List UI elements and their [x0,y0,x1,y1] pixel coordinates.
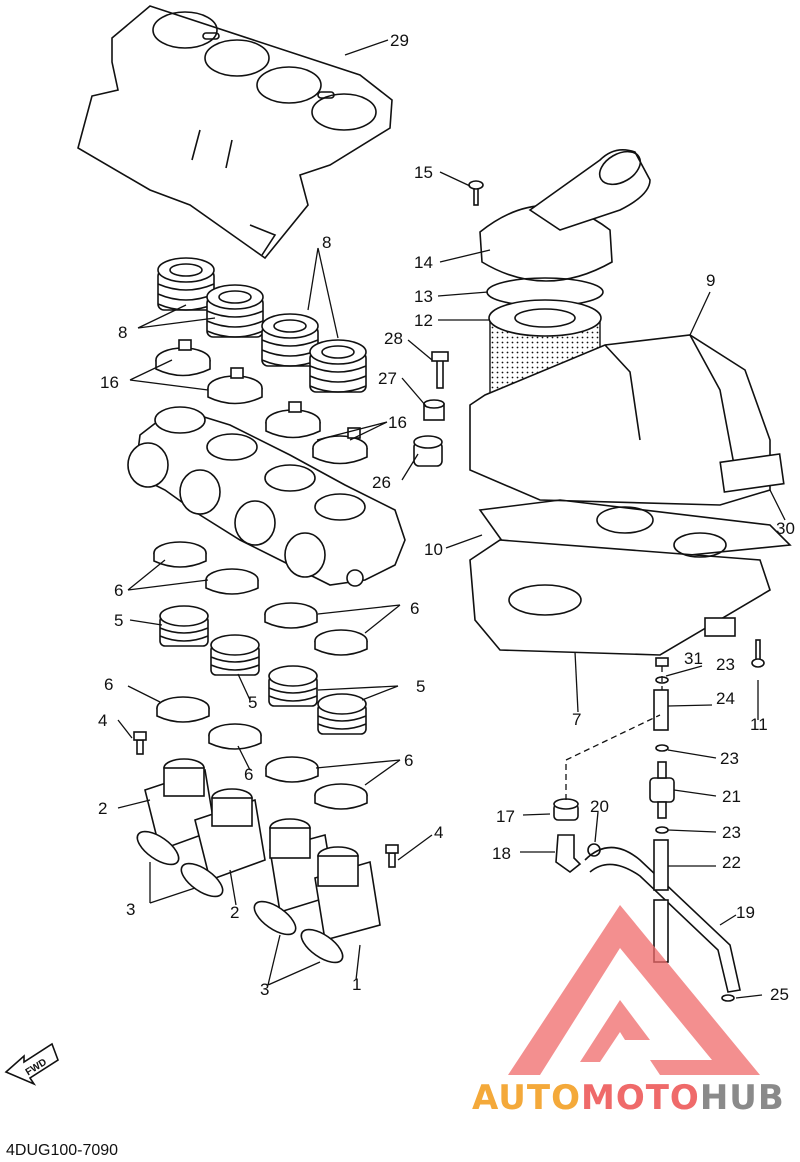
callout-21: 21 [722,787,741,806]
collar-27 [423,399,445,421]
callout-29: 29 [390,31,409,50]
callout-24: 24 [716,689,735,708]
callout-23: 23 [722,823,741,842]
callout-23: 23 [720,749,739,768]
callout-26: 26 [372,473,391,492]
callout-19: 19 [736,903,755,922]
callout-12: 12 [414,311,433,330]
callout-15: 15 [414,163,433,182]
callout-9: 9 [706,271,715,290]
callout-4: 4 [434,823,443,842]
callout-2: 2 [98,799,107,818]
callout-23: 23 [716,655,735,674]
callout-6: 6 [404,751,413,770]
callout-6: 6 [114,581,123,600]
damper-26 [413,435,443,467]
callout-3: 3 [126,900,135,919]
callout-17: 17 [496,807,515,826]
callout-30: 30 [776,519,795,538]
leader-lines [117,39,786,999]
callout-2: 2 [230,903,239,922]
callout-13: 13 [414,287,433,306]
reference-lines [565,666,663,800]
callout-5: 5 [416,677,425,696]
clamps-6-and-joints-5 [153,541,368,810]
callout-14: 14 [414,253,433,272]
callout-4: 4 [98,711,107,730]
hose-clamps-16 [155,339,368,465]
callout-10: 10 [424,540,443,559]
hose-19 [584,846,741,993]
diagram-code: 4DUG100-7090 [6,1142,119,1159]
cap-17 [553,798,579,821]
callout-20: 20 [590,797,609,816]
callout-22: 22 [722,853,741,872]
drain-plug-18 [555,834,582,874]
watermark-moto: MOTO [580,1078,700,1118]
watermark-hub: HUB [699,1078,785,1118]
callout-31: 31 [684,649,703,668]
forward-arrow-icon: FWD [4,1042,59,1086]
callout-6: 6 [244,765,253,784]
breather-fitting-21 [649,761,675,819]
watermark-brand: AUTOMOTOHUB [472,1078,785,1118]
screw-15 [468,180,484,206]
screw-11 [751,639,765,668]
gaskets-3 [136,830,344,964]
bolt-28 [431,351,449,389]
carburetor-bank [127,406,406,587]
callout-8: 8 [118,323,127,342]
callout-8: 8 [322,233,331,252]
callout-6: 6 [104,675,113,694]
hose-22 [653,839,669,891]
intake-manifolds [133,731,399,942]
callout-16: 16 [100,373,119,392]
heat-shield-plate [77,5,393,260]
callout-7: 7 [572,710,581,729]
air-filter-case-assembly [469,149,792,656]
hose-24 [653,689,669,731]
callout-5: 5 [248,693,257,712]
callout-labels: 1 2 2 3 3 4 4 5 5 5 6 6 6 6 6 7 8 8 9 10… [98,31,795,1004]
callout-3: 3 [260,980,269,999]
callout-27: 27 [378,369,397,388]
callout-18: 18 [492,844,511,863]
callout-25: 25 [770,985,789,1004]
watermark-logo-icon [508,905,760,1075]
callout-11: 11 [750,715,768,734]
callout-5: 5 [114,611,123,630]
callout-28: 28 [384,329,403,348]
callout-16: 16 [388,413,407,432]
callout-6: 6 [410,599,419,618]
rubber-boots-8 [157,257,367,393]
watermark-auto: AUTO [472,1078,581,1118]
callout-1: 1 [352,975,361,994]
